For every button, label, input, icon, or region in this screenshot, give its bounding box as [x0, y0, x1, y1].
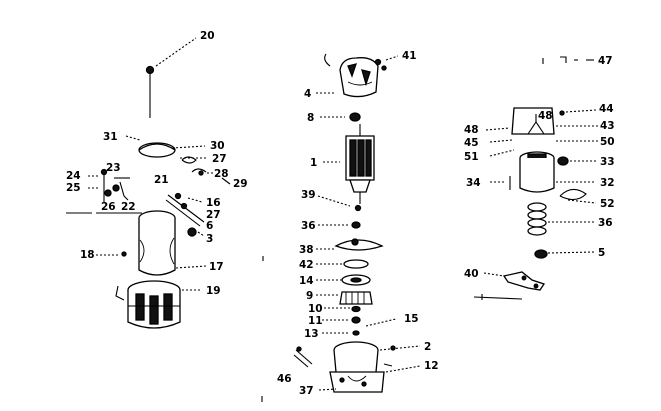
label-9: 9	[306, 290, 313, 302]
left-assembly	[66, 37, 231, 329]
label-19: 19	[206, 285, 221, 297]
label-16: 16	[206, 197, 221, 209]
label-4: 4	[304, 88, 311, 100]
label-45: 45	[464, 137, 479, 149]
label-21: 21	[154, 174, 169, 186]
callout-labels: 20 31 30 27 23 28 24 21 29 25 16 26 22 2…	[66, 30, 615, 397]
label-48-left: 48	[464, 124, 479, 136]
label-51: 51	[464, 151, 479, 163]
label-2: 2	[424, 341, 431, 353]
label-25: 25	[66, 182, 81, 194]
label-38: 38	[299, 244, 314, 256]
part-39	[317, 195, 362, 212]
part-8-nut	[320, 112, 361, 122]
parts-2-12	[379, 345, 421, 373]
part-14	[316, 274, 371, 286]
label-50: 50	[600, 136, 615, 148]
part-31-cap	[125, 135, 206, 158]
label-46: 46	[277, 373, 292, 385]
part-19-cage	[115, 280, 202, 329]
part-34-32-housing	[490, 151, 596, 193]
label-26: 26	[101, 201, 116, 213]
part-17-housing	[138, 210, 207, 276]
label-3: 3	[206, 233, 213, 245]
label-27-top: 27	[212, 153, 227, 165]
label-11: 11	[308, 315, 323, 327]
label-20: 20	[200, 30, 215, 42]
label-15: 15	[404, 313, 419, 325]
part-37-base	[318, 341, 385, 393]
right-assembly	[473, 56, 598, 300]
label-29: 29	[233, 178, 248, 190]
label-42: 42	[299, 259, 314, 271]
part-40-bracket	[473, 271, 546, 300]
part-1-armature	[323, 124, 375, 204]
label-43: 43	[600, 120, 615, 132]
label-36-right: 36	[598, 217, 613, 229]
label-8: 8	[307, 112, 314, 124]
part-38-washer	[316, 238, 384, 251]
part-5	[534, 249, 595, 259]
label-37: 37	[299, 385, 314, 397]
part-47	[542, 56, 594, 64]
label-32: 32	[600, 177, 615, 189]
label-28: 28	[214, 168, 229, 180]
parts-23-26-linkage	[66, 168, 142, 214]
label-14: 14	[299, 275, 314, 287]
label-31: 31	[103, 131, 118, 143]
label-22: 22	[121, 201, 136, 213]
label-23: 23	[106, 162, 121, 174]
part-52-clip	[559, 188, 597, 204]
label-12: 12	[424, 360, 439, 372]
part-45-48-cover	[485, 107, 598, 157]
label-1: 1	[310, 157, 317, 169]
label-39: 39	[301, 189, 316, 201]
part-20-rod	[145, 37, 197, 118]
label-41: 41	[402, 50, 417, 62]
label-44: 44	[599, 103, 614, 115]
label-5: 5	[598, 247, 605, 259]
label-17: 17	[209, 261, 224, 273]
part-36-center	[318, 221, 361, 229]
part-18	[96, 251, 127, 257]
label-10: 10	[308, 303, 323, 315]
label-27-bottom: 27	[206, 209, 221, 221]
label-30: 30	[210, 140, 225, 152]
label-33: 33	[600, 156, 615, 168]
part-36-spring	[527, 202, 594, 236]
label-47: 47	[598, 55, 613, 67]
part-33	[557, 156, 596, 166]
label-36-center: 36	[301, 220, 316, 232]
label-18: 18	[80, 249, 95, 261]
label-52: 52	[600, 198, 615, 210]
part-46-screw	[293, 346, 313, 368]
part-41-4-head	[316, 53, 399, 98]
parts-10-11-13	[322, 305, 397, 336]
label-40: 40	[464, 268, 479, 280]
label-6: 6	[206, 220, 213, 232]
center-assembly	[261, 53, 421, 402]
label-13: 13	[304, 328, 319, 340]
parts-27-28-30	[180, 156, 231, 185]
label-24: 24	[66, 170, 81, 182]
label-48-top: 48	[538, 110, 553, 122]
label-34: 34	[466, 177, 481, 189]
part-9-gear	[316, 291, 373, 305]
part-42	[316, 259, 369, 269]
parts-16-27-6-3	[165, 192, 205, 237]
